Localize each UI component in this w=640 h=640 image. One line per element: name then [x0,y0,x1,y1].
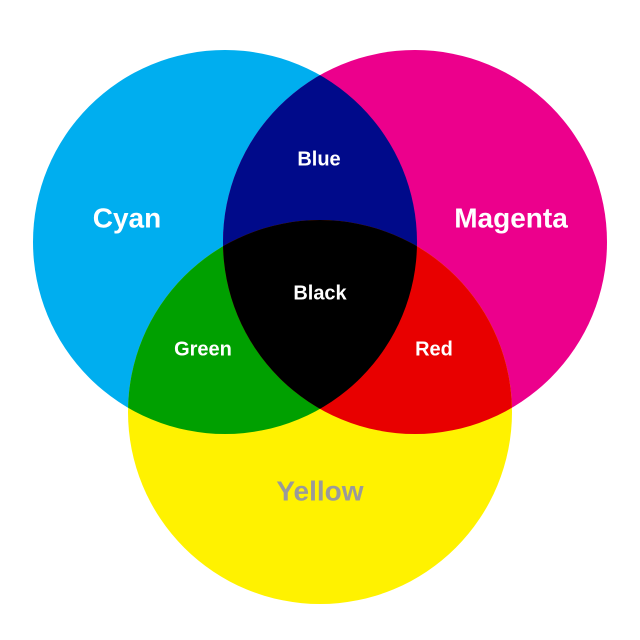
blue-label: Blue [297,148,340,170]
green-label: Green [174,338,232,360]
red-label: Red [415,338,453,360]
black-label: Black [293,282,347,304]
yellow-label: Yellow [276,475,363,506]
cyan-label: Cyan [93,202,161,233]
magenta-label: Magenta [454,202,568,233]
